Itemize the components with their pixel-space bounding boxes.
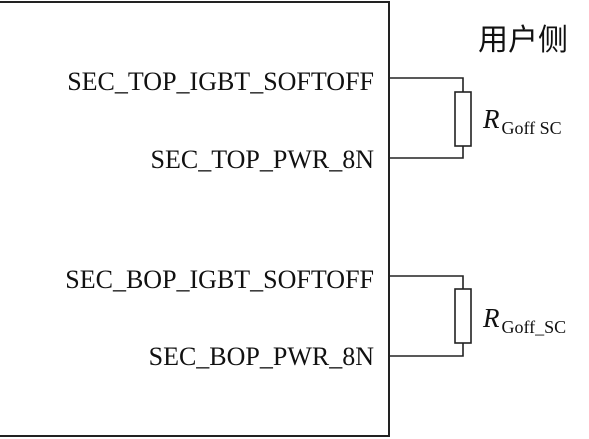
pin-label-bop-softoff: SEC_BOP_IGBT_SOFTOFF	[65, 265, 374, 294]
pin-label-top-pwr: SEC_TOP_PWR_8N	[151, 145, 375, 174]
wire-bop-pwr	[389, 343, 464, 357]
user-side-label: 用户侧	[478, 23, 568, 58]
resistor-top	[454, 91, 472, 147]
pin-label-top-softoff: SEC_TOP_IGBT_SOFTOFF	[67, 67, 374, 96]
module-box	[0, 1, 390, 437]
resistor-bottom	[454, 288, 472, 344]
wire-bop-softoff	[389, 275, 464, 289]
pin-label-bop-pwr: SEC_BOP_PWR_8N	[149, 342, 375, 371]
wire-top-softoff	[389, 77, 464, 92]
wire-top-pwr	[389, 146, 464, 159]
